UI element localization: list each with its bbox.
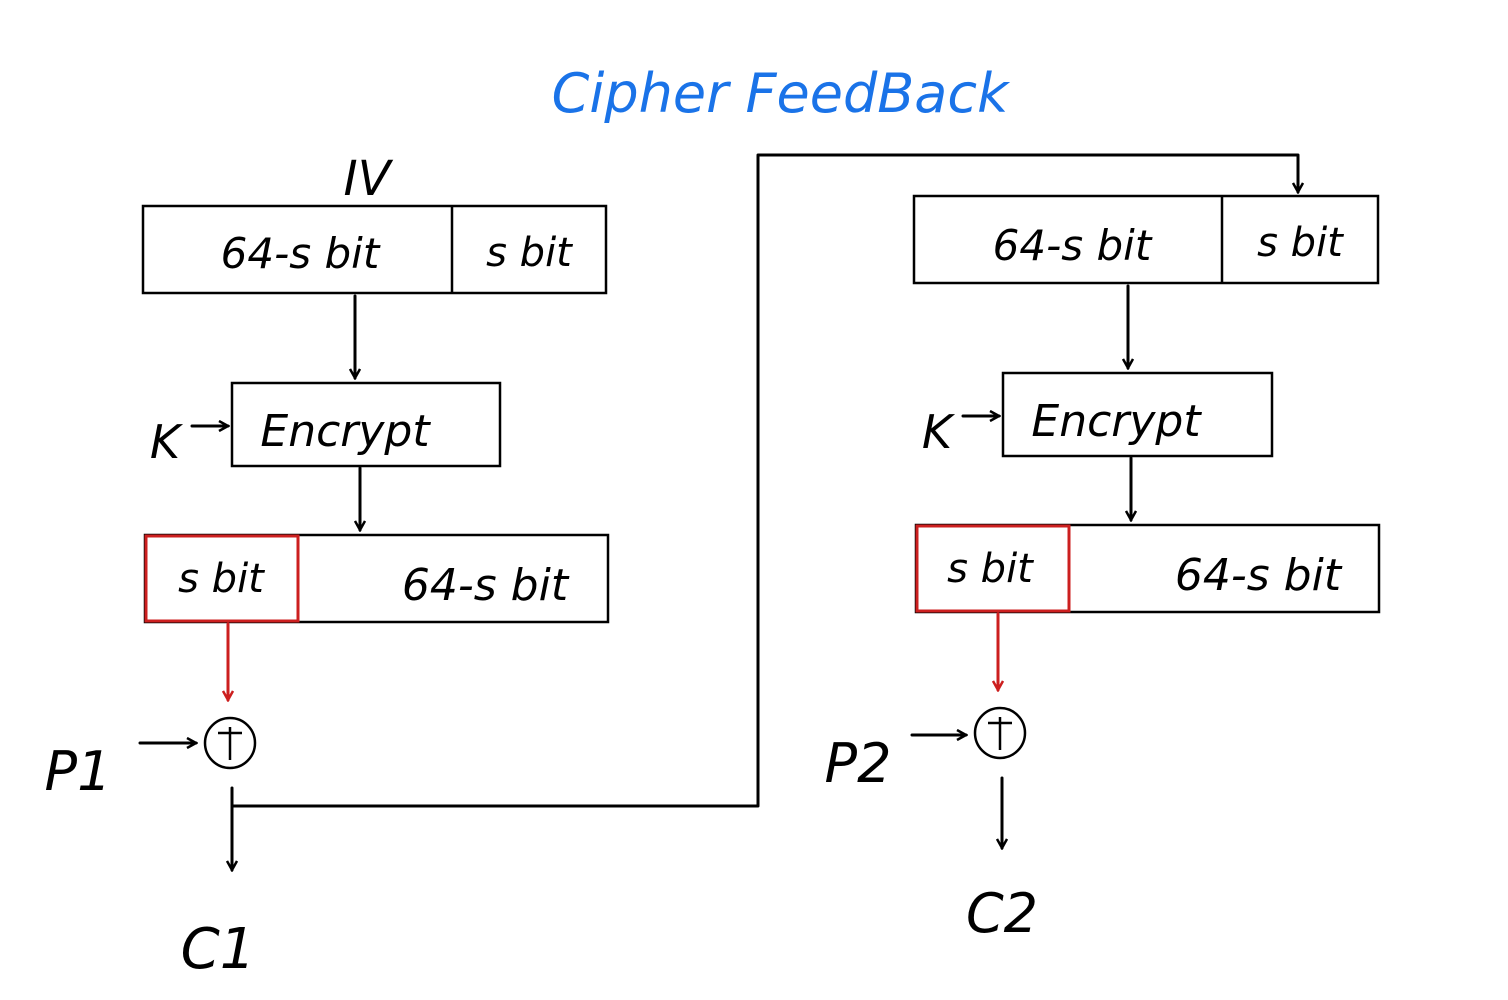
right-output-highlight <box>915 524 1071 613</box>
left-input-left-label: 64-s bit <box>221 229 381 278</box>
right-output-right-label: 64-s bit <box>1175 550 1343 601</box>
right-encrypt-label: Encrypt <box>1031 396 1202 447</box>
right-xor-icon <box>973 706 1027 760</box>
left-ciphertext-label: C1 <box>181 917 256 982</box>
right-input-register <box>912 194 1380 285</box>
right-plaintext-label: P2 <box>825 732 892 795</box>
left-output-right-label: 64-s bit <box>402 560 570 611</box>
left-xor-icon <box>203 716 257 770</box>
left-plaintext-label: P1 <box>45 740 112 803</box>
left-encrypt-box <box>230 381 502 468</box>
right-ciphertext-label: C2 <box>966 882 1038 945</box>
left-output-highlight <box>144 534 300 623</box>
left-key-label: K <box>150 415 184 469</box>
left-output-left-label: s bit <box>178 556 265 602</box>
feedback-path <box>230 153 1298 808</box>
left-input-right-label: s bit <box>486 230 573 276</box>
right-input-right-label: s bit <box>1257 220 1344 266</box>
right-encrypt-box <box>1001 371 1274 458</box>
right-key-label: K <box>922 405 956 459</box>
diagram-title: Cipher FeedBack <box>552 62 1011 125</box>
left-input-register <box>141 204 608 295</box>
left-encrypt-label: Encrypt <box>260 406 431 457</box>
right-output-left-label: s bit <box>947 546 1034 592</box>
right-input-left-label: 64-s bit <box>993 221 1153 270</box>
iv-label: IV <box>344 151 394 207</box>
